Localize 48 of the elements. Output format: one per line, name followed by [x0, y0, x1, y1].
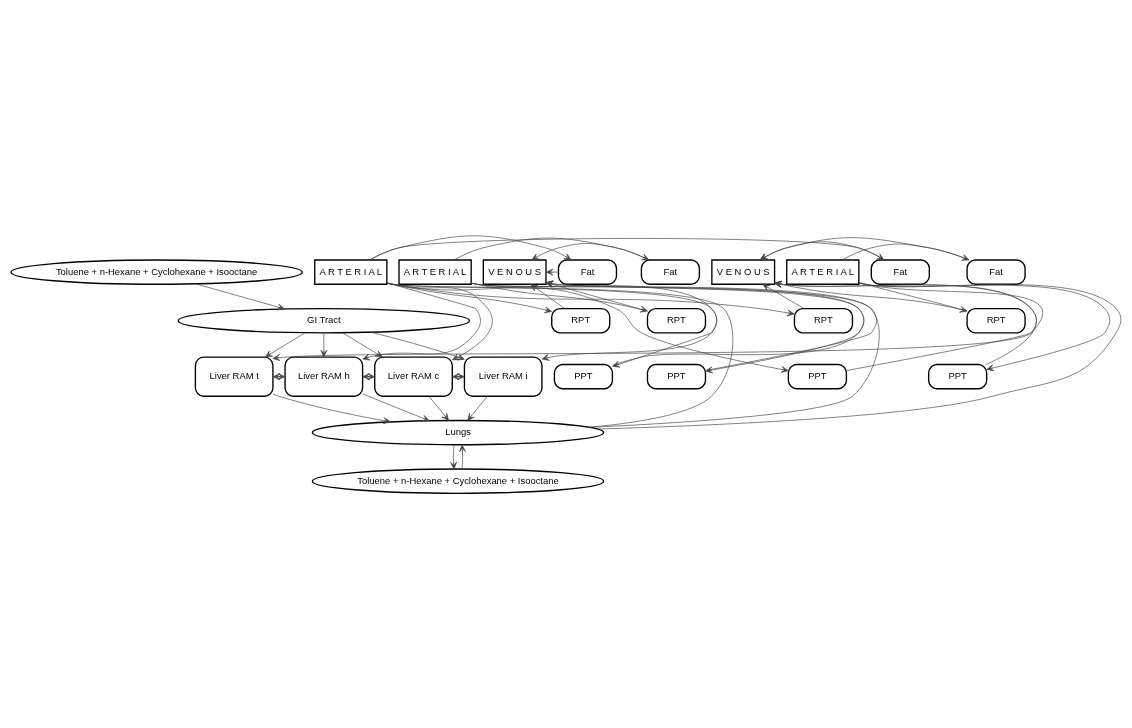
- node-box: Liver RAM t: [194, 355, 274, 397]
- arrow: [545, 280, 648, 312]
- node-box: A R T E R I A L: [786, 258, 860, 285]
- node-box: RPT: [646, 307, 707, 333]
- node-box: Liver RAM h: [284, 355, 364, 397]
- connector: [596, 282, 1122, 429]
- arrow: [428, 395, 449, 421]
- node-box: RPT: [793, 307, 854, 333]
- arrow: [762, 283, 805, 309]
- node-ellipse: GI Tract: [177, 307, 471, 333]
- node-box: Fat: [966, 258, 1026, 285]
- arrow: [858, 282, 1111, 371]
- arrow: [195, 283, 285, 310]
- node-ellipse: Toluene + n-Hexane + Cyclohexane + Isooctane: [10, 258, 303, 285]
- arrow: [531, 242, 650, 260]
- arrow: [858, 281, 968, 313]
- node-box: Fat: [870, 258, 930, 285]
- arrow: [342, 332, 383, 357]
- arrow: [759, 240, 885, 260]
- arrow: [841, 243, 970, 261]
- arrow: [459, 444, 466, 469]
- node-box: Fat: [640, 258, 701, 285]
- arrow: [774, 280, 968, 311]
- node-ellipse: Lungs: [311, 419, 605, 445]
- arrow: [759, 236, 970, 260]
- node-box: Liver RAM c: [374, 355, 453, 397]
- node-ellipse: Toluene + n-Hexane + Cyclohexane + Isooctane: [311, 467, 605, 494]
- node-box: Liver RAM i: [463, 355, 543, 397]
- node-box: A R T E R I A L: [398, 258, 472, 285]
- arrow: [264, 332, 306, 357]
- arrow: [272, 393, 391, 424]
- node-box: Fat: [557, 258, 618, 285]
- arrow: [362, 393, 430, 421]
- arrow: [450, 444, 457, 469]
- node-box: RPT: [966, 307, 1026, 333]
- node-box: PPT: [927, 363, 988, 389]
- arrow: [467, 395, 488, 421]
- node-box: V E N O U S: [482, 258, 547, 285]
- arrow: [369, 234, 572, 260]
- arrow: [320, 332, 328, 357]
- arrow: [453, 237, 650, 260]
- node-box: PPT: [787, 363, 848, 389]
- node-box: RPT: [551, 307, 611, 333]
- arrow: [545, 268, 559, 275]
- node-box: PPT: [646, 363, 707, 389]
- node-box: V E N O U S: [711, 258, 776, 285]
- node-box: A R T E R I A L: [314, 258, 388, 285]
- node-box: PPT: [553, 363, 614, 389]
